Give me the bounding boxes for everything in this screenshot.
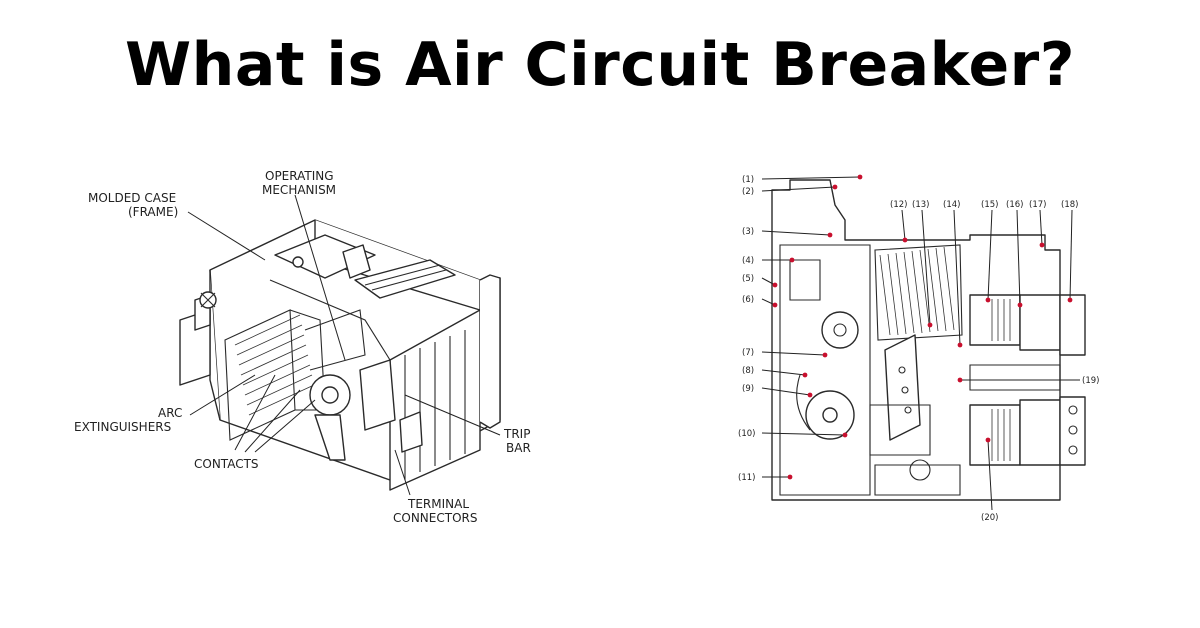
callout-18: (18) [1061, 200, 1078, 210]
label-terminal: TERMINAL [407, 497, 469, 511]
callout-6: (6) [742, 295, 754, 305]
label-operating: OPERATING [265, 169, 334, 183]
cutaway-illustration: MOLDED CASE (FRAME) OPERATING MECHANISM … [74, 169, 531, 525]
callout-12: (12) [890, 200, 907, 210]
label-arc: ARC [158, 406, 182, 420]
molded-case-breaker-drawing: MOLDED CASE (FRAME) OPERATING MECHANISM … [60, 160, 560, 540]
label-trip: TRIP [503, 427, 530, 441]
callout-8: (8) [742, 366, 754, 376]
page-title: What is Air Circuit Breaker? [124, 30, 1076, 100]
number-leader-lines [761, 176, 1080, 511]
callout-15: (15) [981, 200, 998, 210]
callout-5: (5) [742, 274, 754, 284]
callout-17: (17) [1029, 200, 1046, 210]
label-contacts: CONTACTS [194, 457, 259, 471]
sectional-outline [771, 179, 1086, 501]
red-markers [772, 174, 1073, 480]
callout-14: (14) [943, 200, 960, 210]
callout-10: (10) [738, 429, 755, 439]
label-mechanism: MECHANISM [262, 183, 336, 197]
callout-3: (3) [742, 227, 754, 237]
callout-1: (1) [742, 175, 754, 185]
sectional-view-drawing: (1) (2) (3) (4) (5) (6) (7) (8) (9) (10)… [730, 165, 1110, 535]
callout-11: (11) [738, 473, 755, 483]
callout-19: (19) [1082, 376, 1099, 386]
callout-9: (9) [742, 384, 754, 394]
leader-lines [187, 194, 501, 496]
sectional-illustration: (1) (2) (3) (4) (5) (6) (7) (8) (9) (10)… [738, 174, 1099, 523]
callout-20: (20) [981, 513, 998, 523]
callout-7: (7) [742, 348, 754, 358]
arc-chute-plates [224, 309, 326, 441]
label-bar: BAR [506, 441, 531, 455]
contact-assembly [269, 279, 423, 461]
label-connectors: CONNECTORS [393, 511, 477, 525]
label-molded-case: MOLDED CASE [88, 191, 176, 205]
label-frame: (FRAME) [128, 205, 178, 219]
callout-2: (2) [742, 187, 754, 197]
callout-16: (16) [1006, 200, 1023, 210]
label-extinguishers: EXTINGUISHERS [74, 420, 171, 434]
callout-4: (4) [742, 256, 754, 266]
callout-13: (13) [912, 200, 929, 210]
